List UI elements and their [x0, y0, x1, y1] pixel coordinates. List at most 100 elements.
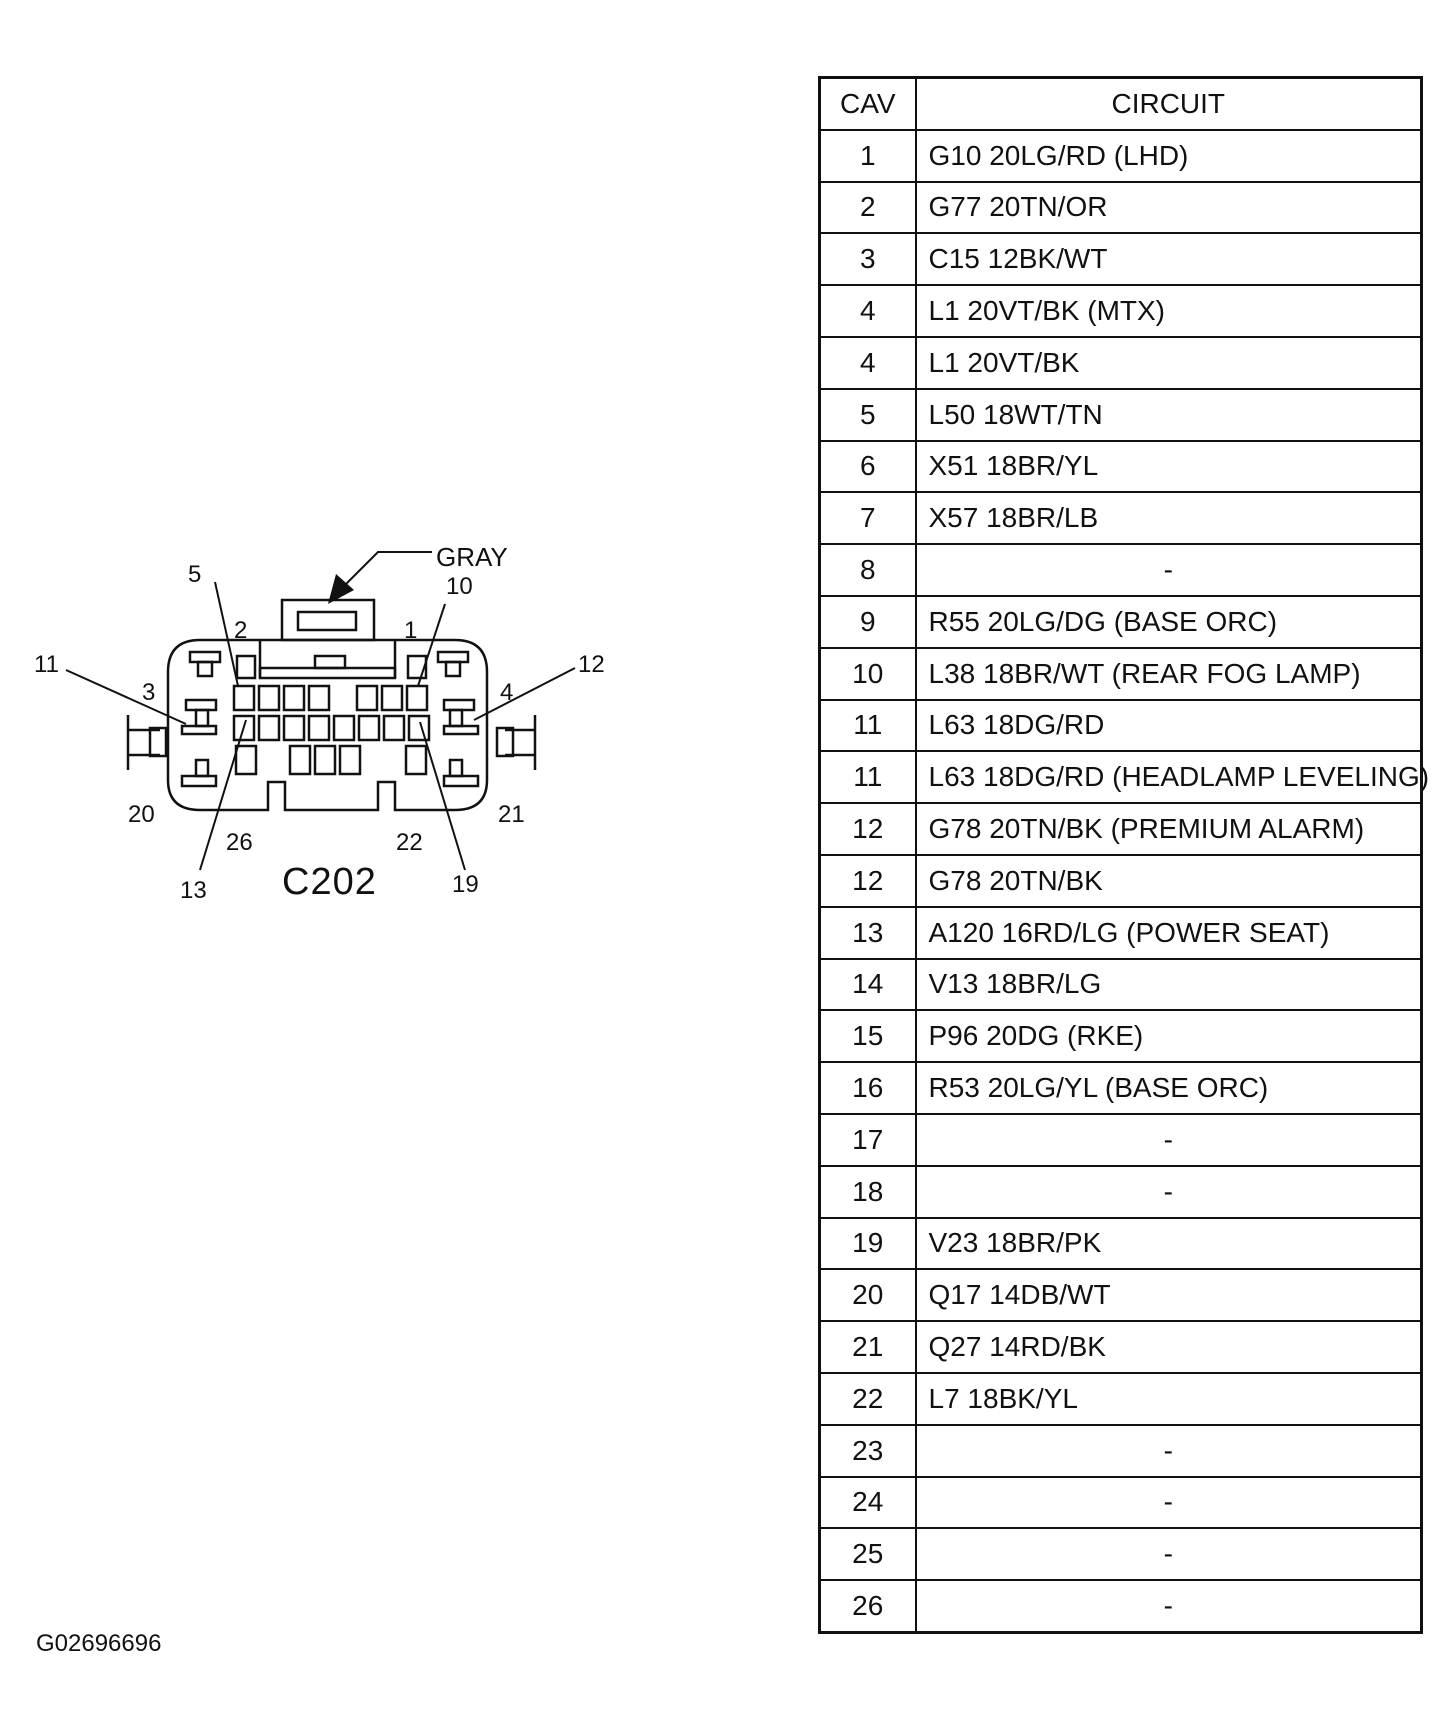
cav-cell: 14 — [818, 957, 917, 1012]
cav-cell: 10 — [818, 646, 917, 701]
pin-label-19: 19 — [452, 871, 479, 898]
cavity-2 — [235, 654, 257, 680]
circuit-cell: - — [914, 1475, 1423, 1530]
circuit-cell: X51 18BR/YL — [914, 439, 1423, 494]
cavity-row2-6 — [405, 684, 429, 712]
cav-cell: 16 — [818, 1061, 917, 1115]
header-circuit: CIRCUIT — [914, 76, 1423, 131]
circuit-cell: - — [914, 1112, 1423, 1167]
cavity-row4-1 — [288, 744, 312, 776]
cav-cell: 7 — [818, 491, 917, 546]
pin-label-21: 21 — [498, 801, 525, 828]
circuit-cell: L38 18BR/WT (REAR FOG LAMP) — [914, 646, 1423, 701]
cav-cell: 18 — [818, 1164, 917, 1219]
cav-cell: 1 — [818, 128, 917, 183]
circuit-cell: G10 20LG/RD (LHD) — [914, 128, 1423, 183]
table-row: 17- — [818, 1112, 1423, 1167]
cav-cell: 6 — [818, 439, 917, 494]
cav-cell: 11 — [818, 698, 917, 753]
pin-label-11: 11 — [34, 651, 59, 678]
cavity-row3-6 — [382, 714, 406, 742]
cavity-row2-0 — [232, 684, 256, 712]
leader-12 — [473, 667, 576, 721]
pin-label-26: 26 — [226, 829, 253, 856]
cavity-row4-3 — [338, 744, 362, 776]
leader-19 — [419, 721, 466, 871]
table-row: 8- — [818, 543, 1423, 597]
cav-cell: 12 — [818, 802, 917, 856]
cav-cell: 21 — [818, 1320, 917, 1374]
figure-id: G02696696 — [36, 1630, 162, 1657]
pin-label-20: 20 — [128, 801, 155, 828]
color-label: GRAY — [436, 542, 508, 572]
circuit-cell: G78 20TN/BK — [914, 853, 1423, 908]
pin-label-1: 1 — [404, 617, 417, 644]
cav-cell: 9 — [818, 594, 917, 649]
cav-cell: 12 — [818, 853, 917, 908]
pin-label-10: 10 — [446, 573, 473, 600]
cavity-row3-4 — [332, 714, 356, 742]
cavity-row4-4 — [404, 744, 428, 776]
circuit-cell: - — [914, 1579, 1423, 1634]
cavity-row3-5 — [357, 714, 381, 742]
latch — [258, 598, 397, 680]
leader-11 — [65, 669, 187, 725]
cavity-row3-7 — [407, 714, 431, 742]
terminal-21 — [442, 758, 480, 788]
cav-cell: 24 — [818, 1475, 917, 1530]
connector-housing — [166, 638, 489, 812]
pin-label-13: 13 — [180, 877, 207, 904]
cavity-row4-2 — [313, 744, 337, 776]
table-row: 24- — [818, 1475, 1423, 1530]
pin-label-2: 2 — [234, 617, 247, 644]
circuit-cell: L63 18DG/RD (HEADLAMP LEVELING) — [914, 750, 1429, 805]
circuit-cell: R55 20LG/DG (BASE ORC) — [914, 594, 1423, 649]
circuit-cell: P96 20DG (RKE) — [914, 1009, 1423, 1064]
cav-cell: 20 — [818, 1268, 917, 1323]
terminal-12 — [442, 698, 480, 736]
cavity-row2-2 — [282, 684, 306, 712]
circuit-cell: L50 18WT/TN — [914, 387, 1423, 442]
circuit-cell: V23 18BR/PK — [914, 1216, 1423, 1271]
right-mount-post — [495, 715, 537, 770]
cavity-row3-1 — [257, 714, 281, 742]
circuit-cell: X57 18BR/LB — [914, 491, 1423, 546]
cav-cell: 4 — [818, 335, 917, 390]
circuit-cell: L1 20VT/BK — [914, 335, 1423, 390]
cav-cell: 22 — [818, 1371, 917, 1426]
circuit-cell: G78 20TN/BK (PREMIUM ALARM) — [914, 802, 1423, 856]
cavity-row2-4 — [355, 684, 379, 712]
cavity-row2-3 — [307, 684, 331, 712]
cavity-1 — [406, 654, 428, 680]
cav-cell: 26 — [818, 1579, 917, 1634]
leader-10 — [417, 603, 446, 687]
cav-cell: 25 — [818, 1527, 917, 1582]
circuit-cell: - — [914, 1423, 1423, 1478]
terminal-4 — [436, 650, 470, 678]
circuit-cell: - — [914, 1164, 1423, 1219]
table-row: 23- — [818, 1423, 1423, 1478]
cavity-row2-5 — [380, 684, 404, 712]
terminal-3 — [188, 650, 222, 678]
circuit-cell: G77 20TN/OR — [914, 180, 1423, 235]
cav-cell: 2 — [818, 180, 917, 235]
cav-cell: 11 — [818, 750, 917, 805]
leader-13 — [199, 719, 247, 871]
